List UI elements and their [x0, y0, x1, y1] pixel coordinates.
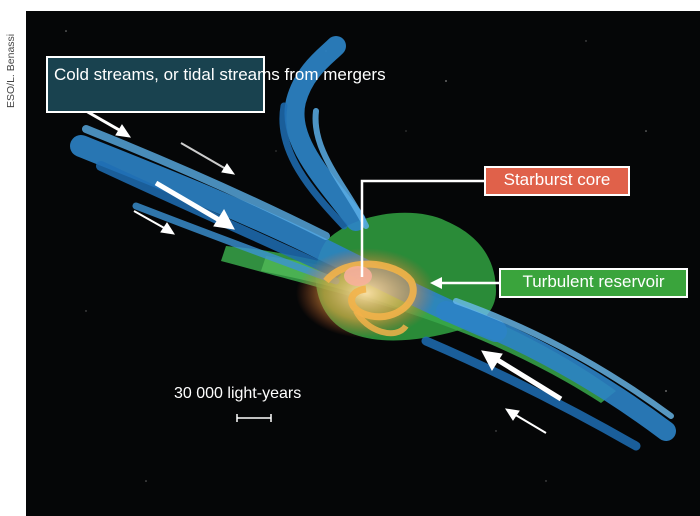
galaxy-illustration: Cold streams, or tidal streams from merg… [26, 11, 700, 516]
scale-bar-label: 30 000 light-years [174, 385, 302, 402]
reservoir-arrowhead [430, 277, 442, 289]
starburst-core-art [296, 248, 436, 338]
leader-lines [360, 179, 499, 289]
scale-bar [236, 414, 272, 422]
galaxy-artwork [65, 30, 676, 482]
flow-arrows [85, 109, 563, 434]
flow-arrow [133, 210, 176, 235]
starburst-core-label: Starburst core [484, 166, 630, 196]
cold-streams [70, 36, 676, 451]
core-leader-line [360, 179, 484, 277]
flow-arrow [85, 109, 132, 138]
flow-arrow [180, 142, 236, 175]
credit-strip: ESO/L. Benassi [0, 0, 26, 516]
flow-arrow [504, 408, 547, 434]
turbulent-reservoir-label: Turbulent reservoir [499, 268, 688, 298]
image-credit: ESO/L. Benassi [5, 33, 17, 108]
flow-arrow [154, 180, 235, 230]
cold-streams-label: Cold streams, or tidal streams from merg… [46, 56, 386, 113]
flow-arrow [481, 350, 563, 402]
background-stars [65, 30, 667, 482]
